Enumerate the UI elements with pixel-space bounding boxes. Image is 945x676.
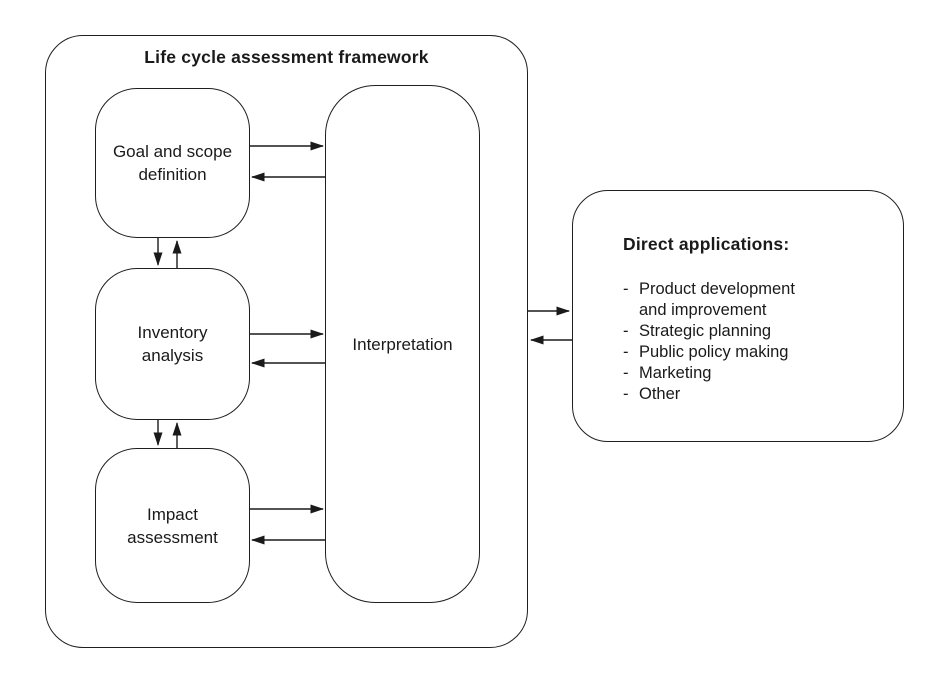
list-item-text: Public policy making [639,343,789,361]
framework-title: Life cycle assessment framework [144,47,429,67]
direct-applications-box: Direct applications: - Product developme… [572,190,904,442]
impact-assessment-box: Impact assessment [95,448,250,603]
inventory-analysis-label: Inventory analysis [137,323,208,365]
list-item-text: Strategic planning [639,322,772,340]
direct-applications-title: Direct applications: [623,234,790,254]
list-bullet: - [623,385,629,403]
list-item: - Product development and improvement [623,279,879,321]
list-bullet: - [623,364,629,382]
interpretation-box: Interpretation [325,85,480,603]
direct-applications-list: - Product development and improvement - … [623,279,879,405]
list-item-text: Marketing [639,364,712,382]
list-item: - Other [623,384,879,405]
interpretation-label: Interpretation [352,334,453,354]
list-item-text: Product development and improvement [639,280,795,319]
impact-assessment-label: Impact assessment [127,504,218,547]
list-item: - Public policy making [623,342,879,363]
goal-and-scope-label: Goal and scope definition [112,142,233,184]
inventory-analysis-box: Inventory analysis [95,268,250,420]
goal-and-scope-box: Goal and scope definition [95,88,250,238]
list-bullet: - [623,280,629,298]
list-bullet: - [623,343,629,361]
list-item-text: Other [639,385,681,403]
list-item: - Marketing [623,363,879,384]
list-bullet: - [623,322,629,340]
list-item: - Strategic planning [623,321,879,342]
